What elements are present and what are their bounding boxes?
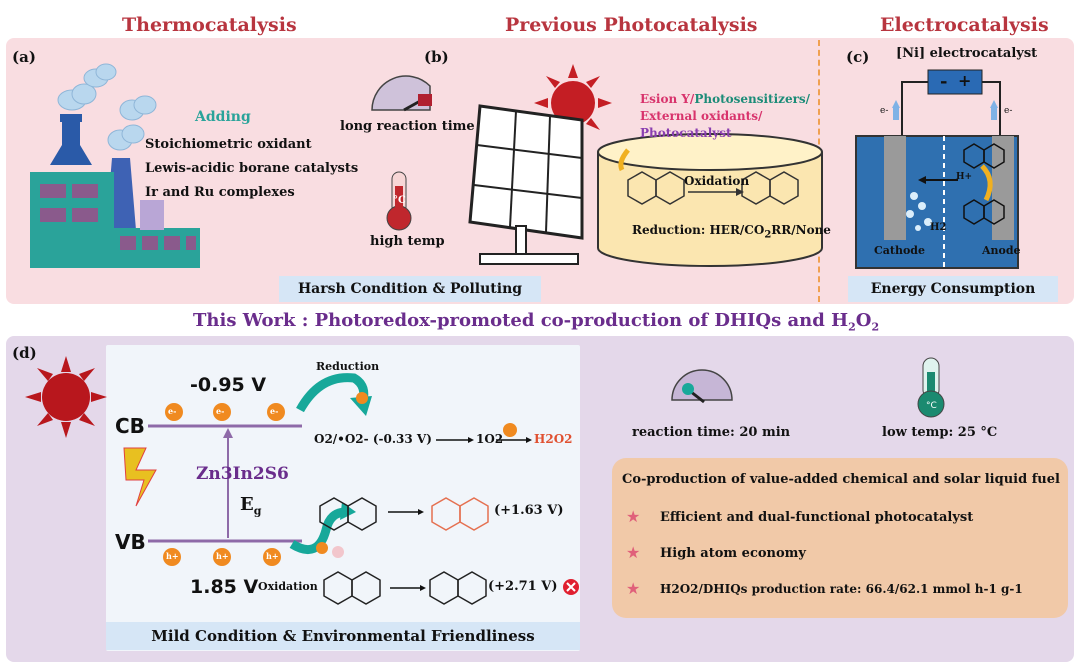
- panel-b-label: (b): [424, 48, 449, 66]
- band-diagram-area: [106, 345, 580, 651]
- reduction-text: Reduction: HER/CO: [632, 223, 765, 237]
- thermo-item-1: Stoichiometric oxidant: [145, 137, 312, 152]
- star-icon: ★: [626, 543, 641, 562]
- star-icon: ★: [626, 507, 641, 526]
- thermo-item-2: Lewis-acidic borane catalysts: [145, 161, 359, 176]
- electron-3: e-: [270, 406, 279, 416]
- this-work-title: This Work : Photoredox-promoted co-produ…: [193, 310, 879, 334]
- low-temp-label: low temp: 25 °C: [882, 425, 998, 440]
- reaction-time-label: reaction time: 20 min: [632, 425, 791, 440]
- h2-label: H2: [930, 222, 947, 233]
- summary-title: Co-production of value-added chemical an…: [622, 472, 1060, 487]
- electron-left: e-: [880, 106, 889, 116]
- electrocatalysis-header: Electrocatalysis: [880, 14, 1049, 36]
- electron-right: e-: [1004, 106, 1013, 116]
- reduction-label-d: Reduction: [316, 360, 380, 373]
- this-work-prefix: This Work : Photoredox-promoted co-produ…: [193, 310, 849, 331]
- hole-1: h+: [166, 551, 179, 561]
- photocatalysis-header: Previous Photocatalysis: [505, 14, 758, 36]
- panel-a-label: (a): [12, 48, 36, 66]
- electron-1: e-: [168, 406, 177, 416]
- svg-text:°C: °C: [926, 401, 937, 411]
- hole-2: h+: [216, 551, 229, 561]
- cb-potential: -0.95 V: [190, 374, 267, 396]
- reagent-esion: Esion Y/: [640, 92, 695, 106]
- oxygen-chain: O2/•O2- (-0.33 V): [314, 432, 432, 446]
- vb-label: VB: [115, 530, 146, 554]
- minus-sign: -: [940, 71, 948, 92]
- hole-3: h+: [266, 551, 279, 561]
- plus-sign: +: [958, 71, 972, 90]
- reagent-oxidants: External oxidants/: [640, 109, 763, 123]
- reduction-sub: 2: [764, 229, 772, 241]
- reagent-line-1: Esion Y/Photosensitizers/: [640, 92, 810, 106]
- potential-2: (+2.71 V): [488, 579, 558, 594]
- eg-letter: E: [240, 494, 254, 515]
- vb-potential: 1.85 V: [190, 576, 259, 598]
- panel-d-label: (d): [12, 344, 37, 362]
- thermo-item-3: Ir and Ru complexes: [145, 185, 295, 200]
- h2o2-product: H2O2: [534, 432, 573, 446]
- ni-electrocatalyst-title: [Ni] electrocatalyst: [896, 46, 1038, 61]
- cb-label: CB: [115, 414, 145, 438]
- reduction-label-b: Reduction: HER/CO2RR/None: [632, 223, 831, 240]
- harsh-condition-box: Harsh Condition & Polluting: [279, 276, 541, 302]
- celsius-symbol: °C: [393, 195, 406, 206]
- singlet-oxygen: 1O2: [476, 432, 504, 446]
- summary-box: [612, 458, 1068, 618]
- benefit-2: High atom economy: [660, 546, 806, 561]
- mild-condition-box: Mild Condition & Environmental Friendlin…: [106, 622, 580, 650]
- adding-label: Adding: [195, 109, 251, 125]
- eg-sub: g: [253, 504, 262, 518]
- potential-1: (+1.63 V): [494, 503, 564, 518]
- energy-consumption-box: Energy Consumption: [848, 276, 1058, 302]
- benefit-1: Efficient and dual-functional photocatal…: [660, 510, 974, 525]
- reagent-photosensitizers: Photosensitizers/: [694, 92, 811, 106]
- panel-c-label: (c): [846, 48, 870, 66]
- benefit-3: H2O2/DHIQs production rate: 66.4/62.1 mm…: [660, 582, 1023, 596]
- long-reaction-time-label: long reaction time: [340, 119, 475, 134]
- band-gap-label: Eg: [240, 494, 261, 518]
- electron-2: e-: [216, 406, 225, 416]
- oxidation-label-d: Oxidation: [258, 580, 318, 593]
- this-work-o: O: [855, 310, 872, 331]
- high-temp-label: high temp: [370, 234, 445, 249]
- reduction-tail: RR/None: [771, 223, 831, 237]
- thermocatalysis-header: Thermocatalysis: [122, 14, 297, 36]
- reagent-photocatalyst: Photocatalyst: [640, 126, 732, 140]
- cathode-label: Cathode: [874, 244, 925, 257]
- oxidation-label-b: Oxidation: [684, 174, 750, 188]
- anode-label: Anode: [982, 244, 1021, 257]
- h-plus-label: H+: [956, 172, 973, 182]
- this-work-sub2: 2: [871, 320, 880, 334]
- this-work-sub: 2: [848, 320, 856, 334]
- catalyst-label: Zn3In2S6: [196, 464, 289, 484]
- star-icon: ★: [626, 579, 641, 598]
